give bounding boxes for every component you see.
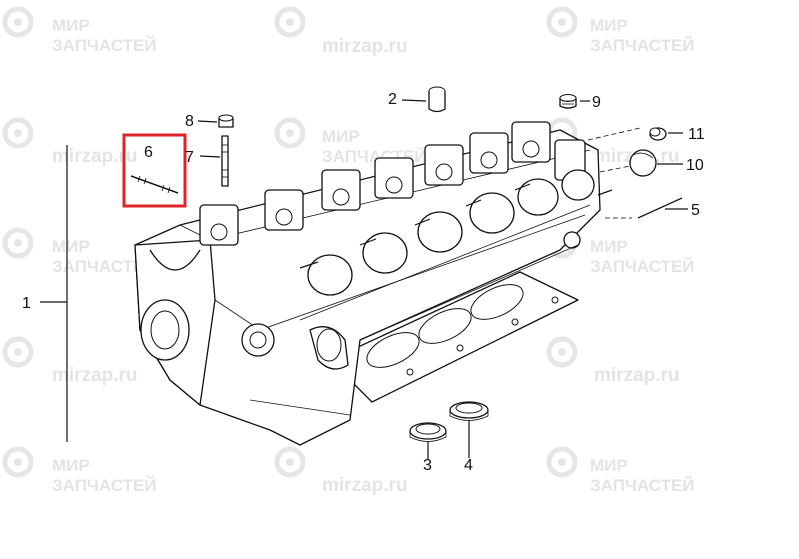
watermark-text: ЗАПЧАСТЕЙ [52, 36, 157, 55]
watermark-text: МИР [322, 127, 360, 146]
watermark-text: ЗАПЧАСТЕЙ [52, 476, 157, 495]
watermark-logo-icon [274, 6, 306, 38]
watermark-text: МИР [590, 237, 628, 256]
watermark-text: mirzap.ru [322, 475, 408, 496]
leader-lines [40, 99, 688, 460]
callout-1: 1 [22, 295, 31, 312]
watermark-text: МИР [52, 16, 90, 35]
part-2-sleeve[interactable] [428, 86, 446, 113]
part-6-highlight-box [122, 133, 187, 208]
callout-11: 11 [688, 126, 705, 143]
callout-8: 8 [185, 113, 194, 130]
part-9-plug[interactable] [559, 94, 577, 109]
watermark-text: mirzap.ru [322, 36, 408, 57]
part-6-stud[interactable] [130, 175, 179, 194]
watermark-logo-icon [2, 117, 34, 149]
watermark-logo-icon [274, 117, 306, 149]
watermark-logo-icon [546, 446, 578, 478]
watermark-text: mirzap.ru [594, 365, 680, 386]
part-8-nut[interactable] [218, 114, 234, 128]
callout-2: 2 [388, 91, 397, 108]
watermark-text: ЗАПЧАСТЕЙ [52, 257, 157, 276]
watermark-logo-icon [2, 336, 34, 368]
watermark-text: ЗАПЧАСТЕЙ [590, 257, 695, 276]
callout-9: 9 [592, 94, 601, 111]
watermark-text: МИР [52, 237, 90, 256]
watermark-logo-icon [2, 6, 34, 38]
watermark-text: mirzap.ru [52, 146, 138, 167]
part-4-seal[interactable] [449, 401, 489, 421]
watermark-text: mirzap.ru [52, 365, 138, 386]
part-10-cup-plug[interactable] [629, 149, 657, 177]
callout-10: 10 [686, 157, 704, 174]
watermark-text: ЗАПЧАСТЕЙ [590, 476, 695, 495]
callout-labels: 1 2 3 4 5 6 7 8 9 10 11 [22, 91, 705, 474]
watermark-logo-icon [2, 446, 34, 478]
part-5-stud[interactable] [637, 197, 683, 219]
watermark-layer: МИР ЗАПЧАСТЕЙ mirzap.ru МИР ЗАПЧАСТЕЙ mi… [2, 6, 695, 496]
watermark-logo-icon [546, 336, 578, 368]
watermark-text: МИР [52, 456, 90, 475]
callout-7: 7 [185, 149, 194, 166]
watermark-logo-icon [2, 227, 34, 259]
watermark-text: МИР [590, 16, 628, 35]
callout-4: 4 [464, 457, 473, 474]
part-7-stud[interactable] [221, 135, 229, 187]
watermark-logo-icon [274, 446, 306, 478]
part-11-cap[interactable] [649, 127, 667, 141]
watermark-text: ЗАПЧАСТЕЙ [590, 36, 695, 55]
watermark-text: МИР [590, 456, 628, 475]
watermark-logo-icon [546, 6, 578, 38]
callout-5: 5 [691, 202, 700, 219]
callout-6: 6 [144, 144, 153, 161]
cylinder-head[interactable] [134, 121, 613, 446]
callout-3: 3 [423, 457, 432, 474]
part-3-seal[interactable] [409, 422, 447, 442]
